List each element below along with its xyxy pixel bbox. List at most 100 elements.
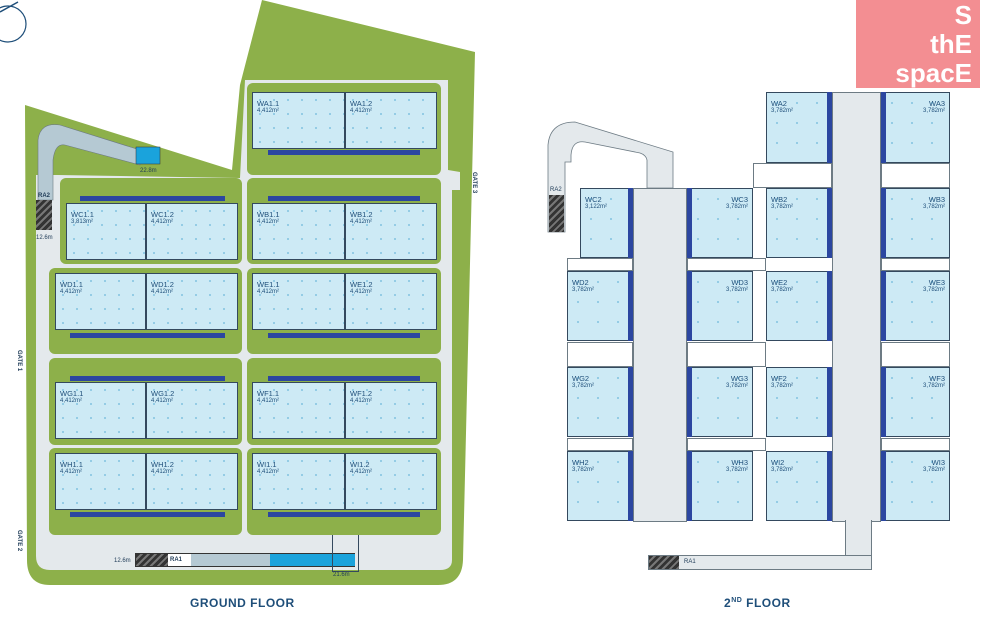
unit-name: WA1.2 [350, 99, 373, 108]
unit-name: WC2 [585, 195, 602, 204]
unit-area: 4,412m² [350, 469, 373, 475]
passage [567, 342, 633, 367]
unit-name: WD1.2 [151, 280, 174, 289]
unit-area: 4,412m² [257, 289, 280, 295]
unit-name: WI1.1 [257, 460, 277, 469]
ramp-ra2-ground [36, 200, 52, 230]
ramp-ra2-second [549, 195, 564, 232]
unit-name: WB3 [928, 195, 945, 204]
loading-dock-strip [628, 451, 633, 521]
unit-area: 4,412m² [350, 219, 373, 225]
unit-area: 3,782m² [922, 204, 945, 210]
passage [567, 438, 633, 451]
loading-dock-strip [268, 333, 420, 338]
unit-name: WH2 [572, 458, 589, 467]
title-number: 2 [724, 596, 732, 610]
unit-area: 3,782m² [771, 204, 794, 210]
unit-name: WA3 [929, 99, 945, 108]
unit-area: 3,782m² [725, 383, 748, 389]
unit-area: 3,813m² [71, 219, 94, 225]
unit-name: WG1.1 [60, 389, 84, 398]
unit-name: WD1.1 [60, 280, 83, 289]
unit-area: 4,412m² [151, 469, 174, 475]
loading-dock-strip [628, 367, 633, 437]
unit-name: WC3 [731, 195, 748, 204]
unit-area: 3,122m² [585, 204, 608, 210]
loading-dock-strip [80, 196, 225, 201]
unit-name: WA1.1 [257, 99, 280, 108]
unit-name: WG3 [730, 374, 748, 383]
loading-dock-strip [881, 92, 886, 163]
passage [687, 342, 766, 367]
ground-floor-title: GROUND FLOOR [190, 596, 295, 610]
unit-area: 4,412m² [60, 469, 83, 475]
ramp-road-ra1-upper [648, 555, 872, 570]
loading-dock-strip [687, 367, 692, 437]
ramp-ra1-label-box [168, 554, 191, 566]
unit-name: WI2 [771, 458, 785, 467]
loading-dock-strip [687, 271, 692, 341]
unit-name: WH1.2 [151, 460, 174, 469]
gate-label: GATE 1 [16, 350, 22, 372]
title-text: FLOOR [742, 596, 791, 610]
loading-dock-strip [881, 271, 886, 341]
unit-name: WC1.2 [151, 210, 174, 219]
unit-area: 4,412m² [350, 398, 373, 404]
unit-name: WI3 [931, 458, 945, 467]
compass-icon [0, 1, 27, 43]
loading-dock-strip [268, 512, 420, 517]
loading-dock-strip [827, 271, 832, 341]
unit-name: WE1.2 [350, 280, 373, 289]
unit-name: WI1.2 [350, 460, 370, 469]
loading-dock-strip [628, 271, 633, 341]
unit-area: 3,782m² [922, 467, 945, 473]
unit-area: 3,782m² [771, 467, 794, 473]
unit-area: 4,412m² [350, 289, 373, 295]
unit-area: 3,782m² [922, 383, 945, 389]
unit-area: 4,412m² [60, 398, 83, 404]
unit-name: WD2 [572, 278, 589, 287]
unit-area: 3,782m² [725, 287, 748, 293]
unit-name: WH3 [731, 458, 748, 467]
loading-dock-strip [881, 451, 886, 521]
loading-dock-strip [70, 333, 225, 338]
dimension-label: 12.6m [36, 235, 53, 241]
gate-label: GATE 3 [471, 172, 477, 194]
